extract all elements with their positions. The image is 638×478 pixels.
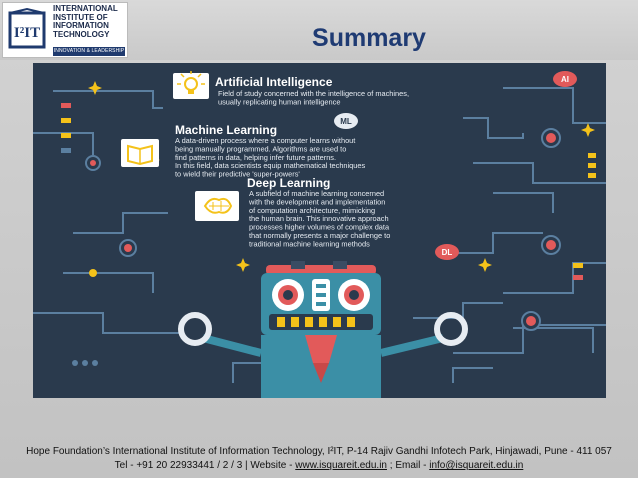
circuit-lines (33, 87, 606, 383)
ml-body-line: In this field, data scientists equip mat… (175, 161, 366, 170)
website-link[interactable]: www.isquareit.edu.in (295, 460, 387, 471)
dl-body-line: processes higher volumes of complex data (249, 223, 390, 232)
ml-book-icon (121, 139, 159, 167)
i2it-logo-mark: I²IT (8, 7, 46, 49)
ai-badge-label: AI (561, 75, 569, 84)
footer-email-label: ; Email - (386, 460, 430, 471)
ai-body: Field of study concerned with the intell… (218, 89, 409, 106)
ml-body: A data-driven process where a computer l… (175, 136, 366, 179)
logo-line-1: INTERNATIONAL (53, 4, 118, 13)
ml-body-line: being manually programmed. Algorithms ar… (175, 144, 346, 153)
dl-badge: DL (435, 244, 459, 260)
institute-logo: I²IT INTERNATIONAL INSTITUTE OF INFORMAT… (2, 2, 128, 58)
ai-section: Artificial Intelligence Field of study c… (215, 75, 409, 106)
dl-body-line: with the development and implementation (248, 197, 385, 206)
circuit-nodes (61, 103, 596, 366)
footer-contact: Tel - +91 20 22933441 / 2 / 3 | Website … (0, 459, 638, 473)
dl-brain-icon (195, 191, 239, 221)
footer-tel: Tel - +91 20 22933441 / 2 / 3 | Website … (114, 460, 296, 471)
ml-section: Machine Learning A data-driven process w… (175, 123, 366, 179)
dl-section: Deep Learning A subfield of machine lear… (247, 176, 390, 248)
dl-body: A subfield of machine learning concerned… (248, 189, 390, 248)
dl-badge-label: DL (442, 248, 453, 257)
dl-body-line: of computation architecture, mimicking (249, 206, 375, 215)
ml-heading: Machine Learning (175, 123, 277, 137)
footer-address: Hope Foundation’s International Institut… (26, 446, 612, 457)
ai-heading: Artificial Intelligence (215, 75, 333, 89)
ai-body-line: usually replicating human intelligence (218, 97, 340, 106)
dl-body-line: the human brain. This innovative approac… (249, 214, 389, 223)
logo-text: INTERNATIONAL INSTITUTE OF INFORMATION T… (53, 4, 127, 39)
logo-line-4: TECHNOLOGY (53, 29, 110, 39)
ml-badge-label: ML (340, 117, 352, 126)
ml-body-line: A data-driven process where a computer l… (175, 136, 355, 145)
ai-ml-dl-infographic: AI ML DL Artificial Intelligence Field o… (33, 63, 606, 398)
ai-body-line: Field of study concerned with the intell… (218, 89, 409, 98)
ml-badge: ML (334, 113, 358, 129)
email-link[interactable]: info@isquareit.edu.in (429, 460, 524, 471)
slide-title: Summary (312, 24, 426, 52)
ml-body-line: to wield their predictive 'super-powers' (175, 170, 300, 179)
ai-lightbulb-icon (173, 71, 209, 99)
ai-badge: AI (553, 71, 577, 87)
footer: Hope Foundation’s International Institut… (0, 445, 638, 473)
robot-illustration (178, 261, 468, 398)
logo-mark-text: I²IT (14, 25, 40, 41)
dl-body-line: A subfield of machine learning concerned (249, 189, 384, 198)
infographic-canvas: AI ML DL Artificial Intelligence Field o… (33, 71, 606, 398)
logo-tagline: INNOVATION & LEADERSHIP (53, 47, 125, 56)
dl-body-line: that normally presents a major challenge… (249, 231, 390, 240)
ml-body-line: find patterns in data, helping infer fut… (175, 153, 336, 162)
logo-line-3: INFORMATION (53, 21, 109, 31)
dl-body-line: traditional machine learning methods (249, 239, 370, 248)
logo-line-2: INSTITUTE OF (53, 12, 108, 22)
dl-heading: Deep Learning (247, 176, 330, 190)
